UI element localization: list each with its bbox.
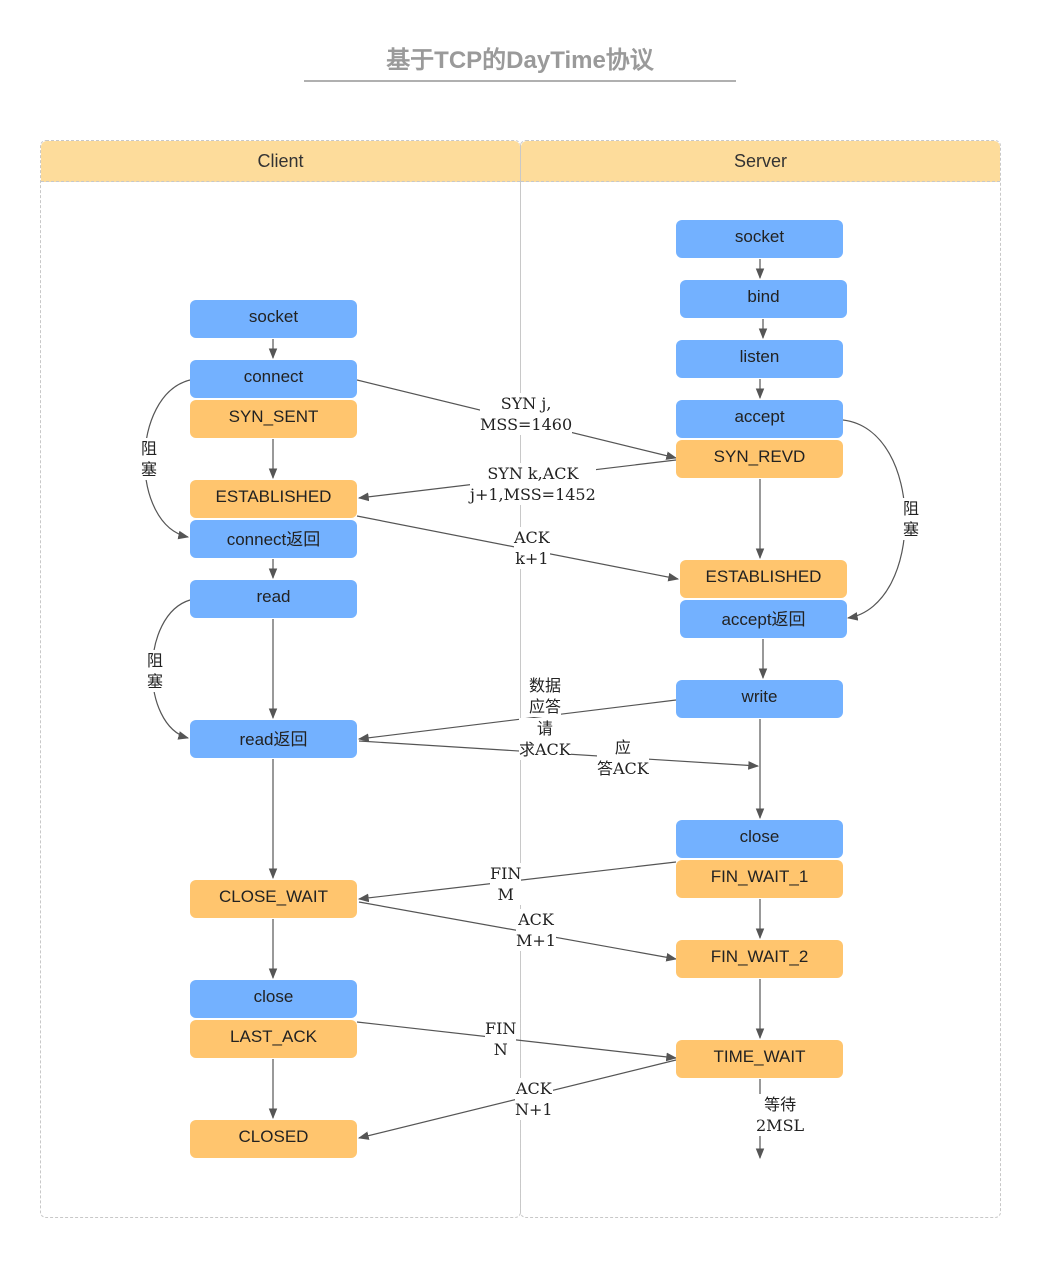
server-listen-node: listen <box>676 340 843 378</box>
server-fin-wait-1-node: FIN_WAIT_1 <box>676 860 843 898</box>
client-read-node: read <box>190 580 357 618</box>
server-time-wait-node: TIME_WAIT <box>676 1040 843 1078</box>
title-underline <box>304 80 736 82</box>
client-last-ack-node: LAST_ACK <box>190 1020 357 1058</box>
server-close-node: close <box>676 820 843 858</box>
msg-fin-n <box>356 1021 678 1062</box>
server-lane: Server <box>520 140 1001 1218</box>
diagram-title: 基于TCP的DayTime协议 <box>386 47 654 74</box>
server-fin-wait-2-node: FIN_WAIT_2 <box>676 940 843 978</box>
client-connect-node: connect <box>190 360 357 398</box>
client-read-return-node: read返回 <box>190 720 357 758</box>
block-curve-accept <box>842 419 906 621</box>
server-established-node: ESTABLISHED <box>680 560 847 598</box>
server-accept-node: accept <box>676 400 843 438</box>
msg-data <box>357 699 677 743</box>
server-write-node: write <box>676 680 843 718</box>
label-syn-j: SYN j,MSS=1460 <box>480 393 573 435</box>
client-close-wait-node: CLOSE_WAIT <box>190 880 357 918</box>
client-close-node: close <box>190 980 357 1018</box>
client-closed-node: CLOSED <box>190 1120 357 1158</box>
label-block-connect: 阻塞 <box>141 438 158 480</box>
server-accept-return-node: accept返回 <box>680 600 847 638</box>
client-syn-sent-node: SYN_SENT <box>190 400 357 438</box>
label-data-response: 数据应答 <box>529 675 562 717</box>
label-request-ack: 请求ACK <box>519 718 571 760</box>
server-lane-header: Server <box>521 141 1000 182</box>
client-established-node: ESTABLISHED <box>190 480 357 518</box>
label-block-read: 阻塞 <box>147 650 164 692</box>
label-response-ack: 应答ACK <box>597 737 649 779</box>
server-syn-revd-node: SYN_REVD <box>676 440 843 478</box>
client-connect-return-node: connect返回 <box>190 520 357 558</box>
server-bind-node: bind <box>680 280 847 318</box>
client-socket-node: socket <box>190 300 357 338</box>
label-block-accept: 阻塞 <box>903 498 920 540</box>
server-socket-node: socket <box>676 220 843 258</box>
client-lane-header: Client <box>41 141 520 182</box>
